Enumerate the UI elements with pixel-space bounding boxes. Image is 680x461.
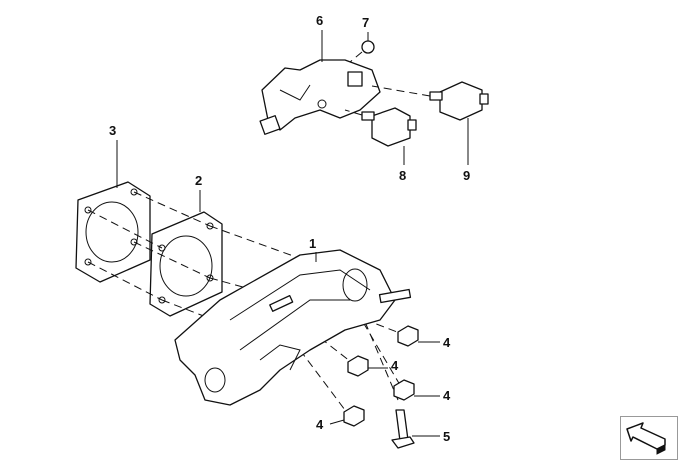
pedal-bracket-1 — [174, 249, 412, 406]
callout-1: 1 — [309, 236, 317, 251]
callout-4: 4 — [443, 335, 451, 350]
plate-2 — [149, 211, 223, 317]
callout-6: 6 — [316, 13, 324, 28]
leader-lines — [116, 30, 469, 437]
callout-5: 5 — [443, 429, 451, 444]
callout-4: 4 — [316, 417, 324, 432]
callout-3: 3 — [109, 123, 117, 138]
switch-8 — [344, 107, 417, 147]
arrow-back-icon[interactable] — [620, 416, 678, 460]
callout-2: 2 — [195, 173, 203, 188]
bracket-6 — [259, 59, 381, 135]
screw-7 — [349, 40, 375, 63]
callout-4: 4 — [391, 358, 399, 373]
bolt-5 — [391, 409, 415, 449]
alignment-lines — [87, 191, 406, 411]
callout-8: 8 — [399, 168, 407, 183]
callout-9: 9 — [463, 168, 471, 183]
callout-7: 7 — [362, 15, 370, 30]
gasket-3 — [75, 181, 151, 283]
switch-9 — [371, 81, 489, 121]
nuts-4 — [343, 325, 419, 427]
callout-4: 4 — [443, 388, 451, 403]
